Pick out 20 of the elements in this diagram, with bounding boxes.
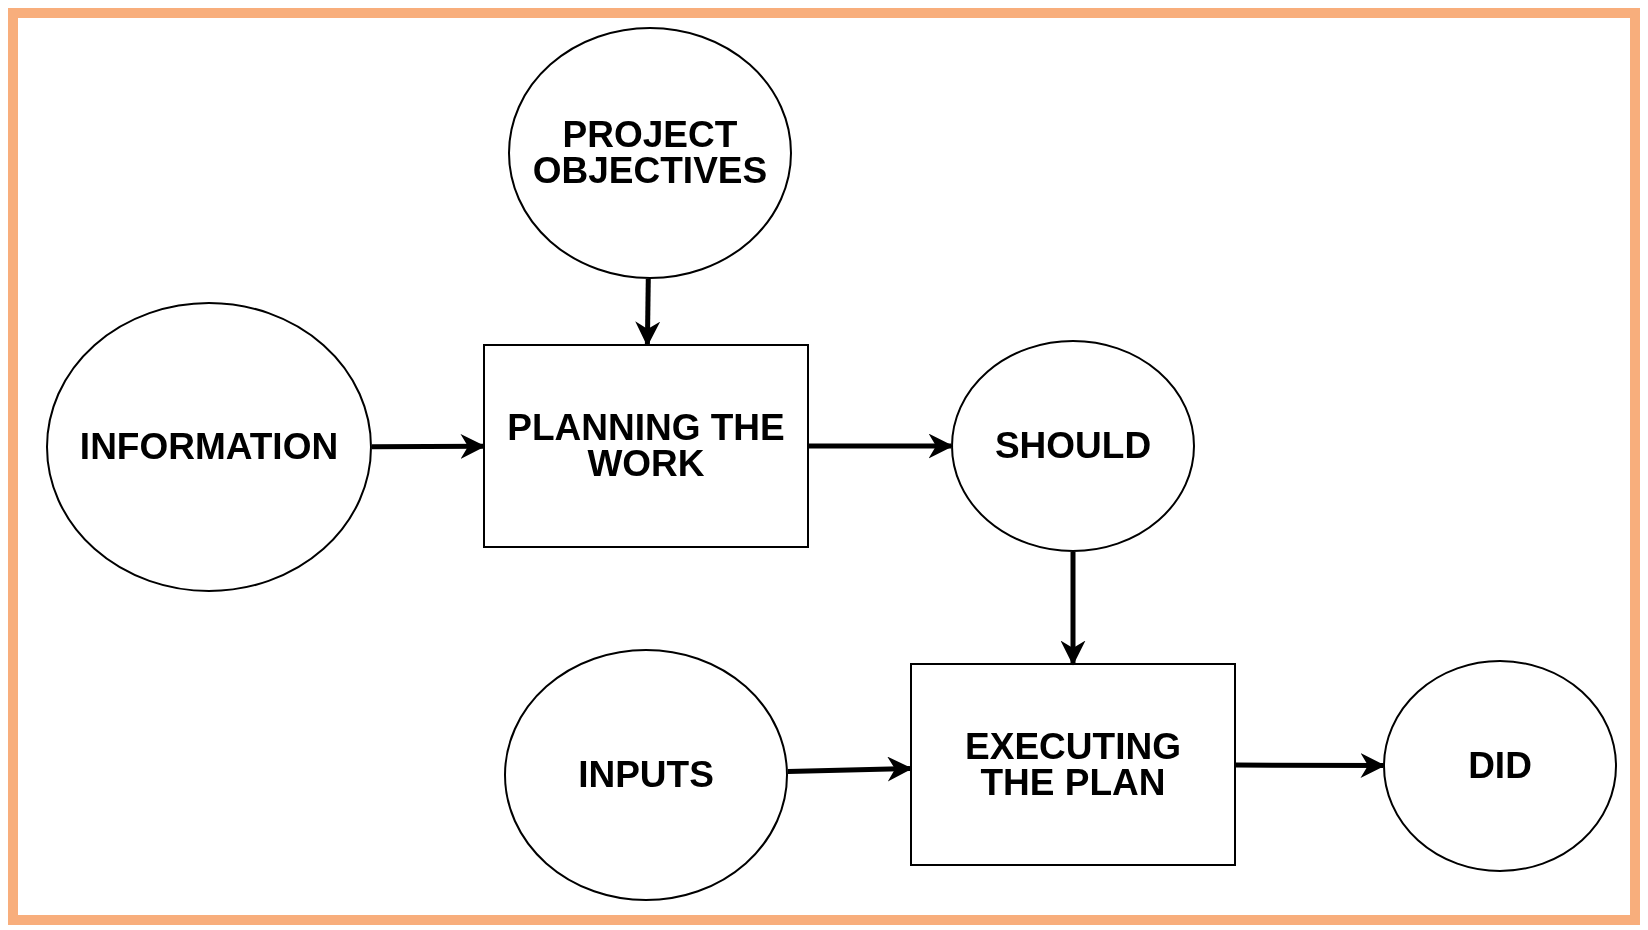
node-label: PLANNING THE WORK (506, 410, 786, 482)
process-ellipse (1383, 660, 1617, 872)
node-label: SHOULD (993, 428, 1153, 464)
node-label: DID (1467, 748, 1533, 784)
process-box (483, 344, 809, 548)
node-label: PROJECT OBJECTIVES (531, 117, 769, 189)
arrow (635, 278, 661, 347)
node-label: INPUTS (577, 757, 715, 793)
arrow (1060, 552, 1086, 666)
arrow (787, 756, 913, 782)
node-label: EXECUTING THE PLAN (964, 728, 1182, 801)
process-ellipse (951, 340, 1195, 552)
process-ellipse (508, 27, 792, 279)
arrow (809, 433, 954, 459)
node-label: INFORMATION (78, 429, 340, 465)
process-ellipse (46, 302, 372, 592)
process-box (910, 663, 1236, 866)
arrow (372, 433, 486, 459)
process-ellipse (504, 649, 788, 901)
arrow (1236, 753, 1386, 778)
